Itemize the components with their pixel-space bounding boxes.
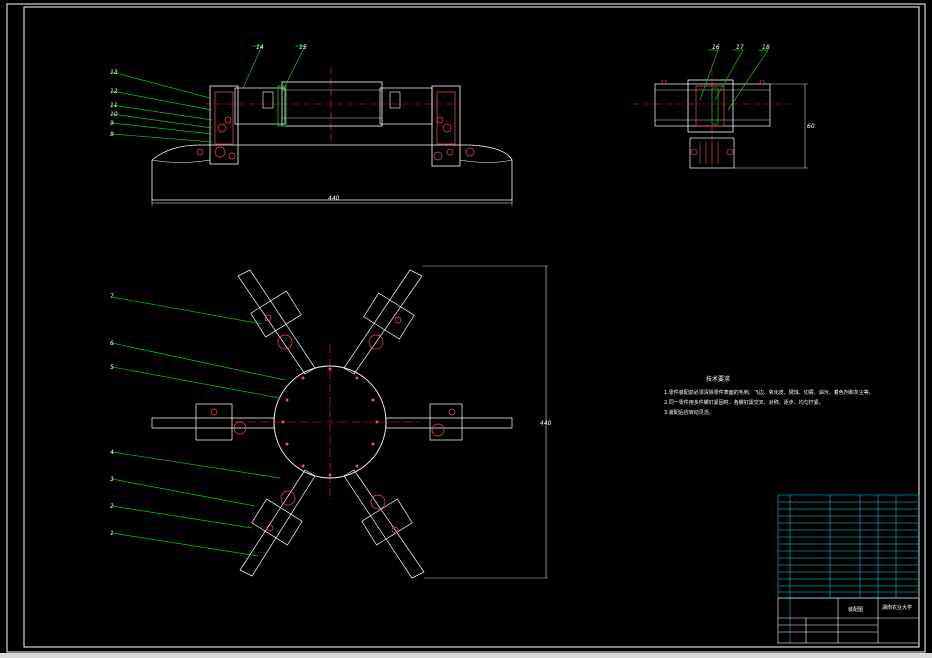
side-view: 60 <box>633 49 815 169</box>
callout-8: 8 <box>110 131 114 138</box>
callout-2: 2 <box>110 503 114 510</box>
callout-15: 15 <box>299 44 307 51</box>
drawing-name: 装配图 <box>848 606 863 613</box>
callout-16: 16 <box>712 44 720 51</box>
callout-11: 11 <box>110 102 118 109</box>
notes-title: 技术要求 <box>706 375 730 383</box>
title-block: 装配图 湖南农业大学 <box>777 597 920 644</box>
callout-7: 7 <box>110 293 114 300</box>
viewer-status-bar <box>0 653 932 658</box>
plan-view: 440 <box>111 265 552 579</box>
note-line-3: 3.装配后应转动灵活。 <box>664 409 714 416</box>
callout-14: 14 <box>256 44 264 51</box>
callout-13: 13 <box>110 69 118 76</box>
dim-side-height: 60 <box>807 123 815 130</box>
front-view-callouts: 13 12 11 10 9 8 14 15 <box>110 44 307 138</box>
dim-front-width: 440 <box>328 195 340 202</box>
dim-plan-height: 440 <box>540 420 552 427</box>
callout-5: 5 <box>110 364 114 371</box>
callout-17: 17 <box>736 44 744 51</box>
parts-list-table <box>777 494 920 643</box>
callout-3: 3 <box>110 476 114 483</box>
note-line-2: 2.同一零件用多件螺钉紧固时，各螺钉需交叉、对称、逐步、均匀拧紧。 <box>664 399 824 406</box>
callout-9: 9 <box>110 120 114 127</box>
technical-notes: 技术要求 1.零件装配前必须清除零件表面的毛刺、飞边、氧化皮、锈蚀、切屑、油污、… <box>664 375 874 416</box>
side-view-callouts: 16 17 18 <box>712 44 770 51</box>
callout-1: 1 <box>110 530 114 537</box>
plan-view-callouts: 7 6 5 4 3 2 1 <box>110 293 114 537</box>
callout-4: 4 <box>110 449 114 456</box>
callout-10: 10 <box>110 111 118 118</box>
callout-18: 18 <box>762 44 770 51</box>
callout-6: 6 <box>110 340 114 347</box>
front-view: 440 <box>111 45 513 206</box>
drawing-frame <box>6 3 926 653</box>
school-name: 湖南农业大学 <box>882 604 912 611</box>
note-line-1: 1.零件装配前必须清除零件表面的毛刺、飞边、氧化皮、锈蚀、切屑、油污、着色剂和灰… <box>664 389 874 396</box>
callout-12: 12 <box>110 88 118 95</box>
